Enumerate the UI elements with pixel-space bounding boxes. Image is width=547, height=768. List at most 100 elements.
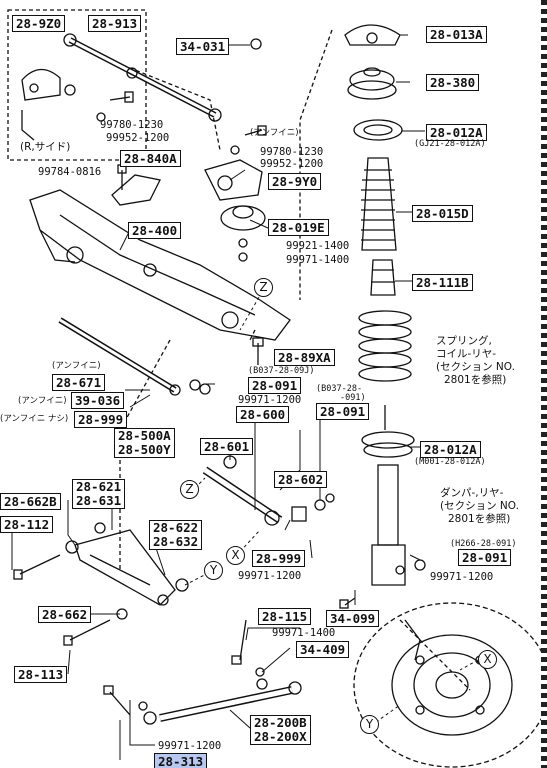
part-number-99971-1200-f[interactable]: 99971-1200 [158, 740, 222, 752]
note-spring-1: スプリング, [436, 335, 492, 347]
part-number-99971-1200-b[interactable]: 99971-1200 [238, 394, 302, 406]
part-label-28-632: 28-632 [153, 534, 199, 549]
note-spring-2: コイル-リヤ- [436, 348, 497, 360]
note-damper-1: ダンパ-,リヤ- [440, 487, 504, 499]
damper-icon [361, 405, 415, 586]
lower-arm-leader [119, 339, 171, 570]
lateral-rod-icon [63, 33, 222, 122]
part-box-28-622-632[interactable]: 28-622 28-632 [149, 520, 203, 550]
note-damper-3: 2801を参照) [448, 513, 511, 525]
part-box-28-500a-y[interactable]: 28-500A 28-500Y [114, 428, 175, 458]
part-label-28-621: 28-621 [76, 479, 122, 494]
trailing-link-200-icon [103, 681, 302, 725]
part-box-28-013a-top[interactable]: 28-013A [426, 26, 487, 43]
part-number-99971-1400-e[interactable]: 99971-1400 [272, 627, 336, 639]
part-box-34-409[interactable]: 34-409 [296, 641, 350, 658]
part-box-28-012a-top[interactable]: 28-012A [426, 124, 487, 141]
part-box-28-9y0[interactable]: 28-9Y0 [268, 173, 322, 190]
part-box-28-999-left[interactable]: 28-999 [74, 411, 128, 428]
part-label-28-200x: 28-200X [254, 729, 307, 744]
part-label-28-200b: 28-200B [254, 715, 307, 730]
part-number-99952-1200-b[interactable]: 99952-1200 [260, 158, 324, 170]
part-box-28-015d[interactable]: 28-015D [412, 205, 473, 222]
part-box-28-600[interactable]: 28-600 [236, 406, 290, 423]
bolt-icons [96, 38, 267, 190]
part-box-28-840a[interactable]: 28-840A [120, 150, 181, 167]
part-box-39-036[interactable]: 39-036 [71, 392, 125, 409]
part-box-28-9z0[interactable]: 28-9Z0 [12, 15, 66, 32]
part-label-28-500a: 28-500A [118, 428, 171, 443]
part-box-28-999-low[interactable]: 28-999 [252, 550, 306, 567]
spring-seat-icon [353, 119, 403, 141]
part-box-28-115[interactable]: 28-115 [258, 608, 312, 625]
marker-y-wheel: Y [360, 715, 379, 734]
note-spring-4: 2801を参照) [444, 374, 507, 386]
part-box-28-111b[interactable]: 28-111B [412, 274, 473, 291]
part-box-34-099[interactable]: 34-099 [326, 610, 380, 627]
part-box-28-200b-x[interactable]: 28-200B 28-200X [250, 715, 311, 745]
part-box-28-112[interactable]: 28-112 [0, 516, 54, 533]
part-label-28-622: 28-622 [153, 520, 199, 535]
mount-icon [220, 205, 266, 262]
part-box-28-091-low[interactable]: 28-091 [458, 549, 512, 566]
part-number-99921-1400[interactable]: 99921-1400 [286, 240, 350, 252]
part-box-28-602[interactable]: 28-602 [274, 471, 328, 488]
part-label-28-631: 28-631 [76, 493, 122, 508]
part-number-99780-1230-b[interactable]: 99780-1230 [260, 146, 324, 158]
note-m001: (M001-28-012A) [414, 457, 486, 467]
part-box-28-662[interactable]: 28-662 [38, 606, 92, 623]
note-antenna-1: (アンフイニ) [250, 128, 299, 138]
note-antenna-3: (アンフイニ) [18, 396, 67, 406]
bracket-icon [21, 68, 76, 141]
note-b037-2a: (B037-28- [316, 384, 363, 394]
top-mount-icon [344, 24, 401, 46]
part-number-99784-0816[interactable]: 99784-0816 [38, 166, 102, 178]
crossmember-icon [29, 189, 291, 341]
part-box-28-913[interactable]: 28-913 [88, 15, 142, 32]
part-number-99971-1400-a[interactable]: 99971-1400 [286, 254, 350, 266]
marker-x-lower: X [226, 546, 245, 565]
part-box-28-621-631[interactable]: 28-621 28-631 [72, 479, 126, 509]
bolt-115-icon [231, 619, 268, 690]
part-box-28-113[interactable]: 28-113 [14, 666, 68, 683]
bump-stop-icon [370, 259, 396, 296]
part-number-99971-1200-d[interactable]: 99971-1200 [430, 571, 494, 583]
wheel-hub-icon [353, 602, 547, 768]
marker-x-wheel: X [478, 650, 497, 669]
note-b037-1: (B037-28-09J) [248, 366, 315, 376]
note-spring-3: (セクション NO. [436, 361, 515, 373]
note-b037-2b: -091) [340, 393, 366, 403]
part-box-28-012a-low[interactable]: 28-012A [420, 441, 481, 458]
scan-edge [541, 0, 547, 768]
part-box-28-89xa[interactable]: 28-89XA [274, 349, 335, 366]
note-h266: (H266-28-091) [450, 539, 517, 549]
part-box-28-313[interactable]: 28-313 [154, 753, 208, 768]
part-box-34-031[interactable]: 34-031 [176, 38, 230, 55]
part-box-28-671[interactable]: 28-671 [52, 374, 106, 391]
part-box-28-091-mid[interactable]: 28-091 [248, 377, 302, 394]
note-rh-side: (R,サイド) [20, 141, 71, 153]
part-number-99780-1230-a[interactable]: 99780-1230 [100, 119, 164, 131]
part-box-28-380[interactable]: 28-380 [426, 74, 480, 91]
note-antenna-2: (アンフイニ) [52, 361, 101, 371]
part-label-28-500y: 28-500Y [118, 442, 171, 457]
shock-mount-leader [299, 29, 333, 300]
coil-spring-icon [358, 310, 412, 382]
marker-z-lower: Z [180, 480, 199, 499]
part-number-99971-1200-c[interactable]: 99971-1200 [238, 570, 302, 582]
lower-arm-icon [65, 522, 189, 606]
part-box-28-019e[interactable]: 28-019E [268, 219, 329, 236]
part-box-28-091-right[interactable]: 28-091 [316, 403, 370, 420]
link-600-icon [202, 455, 335, 526]
part-number-99952-1200-a[interactable]: 99952-1200 [106, 132, 170, 144]
note-gj21: (GJ21-28-012A) [414, 139, 486, 149]
marker-z-upper: Z [254, 278, 273, 297]
bracket-840a-icon [111, 174, 161, 206]
part-box-28-400[interactable]: 28-400 [128, 222, 182, 239]
dust-boot-icon [361, 157, 397, 251]
part-box-28-662b[interactable]: 28-662B [0, 493, 61, 510]
rh-side-group-frame [7, 9, 147, 161]
note-antenna-none: (アンフイニ ナシ) [0, 414, 69, 424]
part-box-28-601[interactable]: 28-601 [200, 438, 254, 455]
